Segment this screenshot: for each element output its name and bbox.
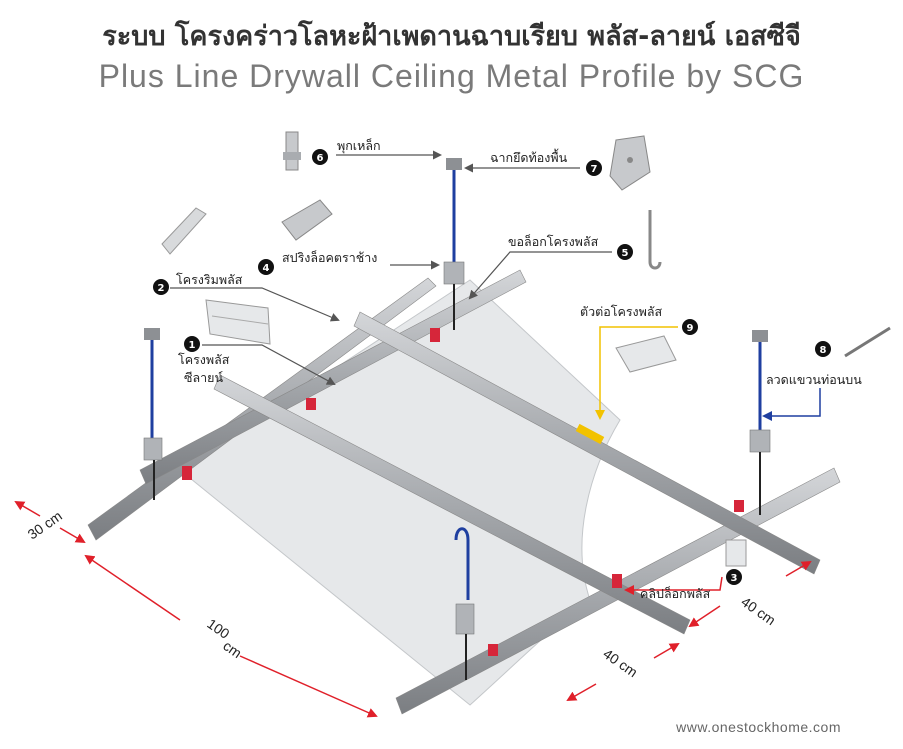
clip-lock-1 — [182, 466, 192, 480]
dim-arrow-100a — [84, 554, 181, 621]
hanger-bottom — [454, 527, 475, 680]
label-anchor-bolt: พุกเหล็ก — [337, 138, 381, 154]
floor-bracket-illustration — [609, 135, 651, 191]
label-main-profile-line2: ซีลายน์ — [184, 370, 223, 385]
label-connector: ตัวต่อโครงพลัส — [580, 304, 663, 319]
footer-url: www.onestockhome.com — [676, 719, 841, 735]
svg-text:5: 5 — [622, 248, 629, 259]
title-thai: ระบบ โครงคร่าวโลหะฝ้าเพดานฉาบเรียบ พลัส-… — [102, 21, 801, 52]
leader-2 — [170, 287, 340, 322]
hanger-top — [443, 158, 465, 330]
connector-highlight — [575, 423, 605, 445]
dim-arrow-40b1 — [653, 642, 680, 659]
badge-2: 2 — [153, 279, 169, 295]
svg-text:7: 7 — [591, 164, 598, 175]
wire-illustration — [844, 326, 891, 358]
dim-arrow-40a1 — [688, 605, 721, 628]
dim-40a-label: 40 cm — [738, 593, 778, 628]
dim-30-label: 30 cm — [25, 507, 65, 542]
leader-9 — [595, 326, 678, 420]
anchor-bolt-illustration — [283, 131, 301, 171]
spring-lock-illustration — [281, 199, 333, 241]
svg-text:3: 3 — [731, 573, 738, 584]
badge-3: 3 — [726, 569, 742, 585]
svg-text:9: 9 — [687, 323, 694, 334]
dim-arrow-40b2 — [566, 683, 597, 701]
label-clip-lock: คลิปล็อกพลัส — [640, 586, 711, 601]
hanger-right — [749, 330, 771, 515]
clip-lock-5 — [734, 500, 744, 512]
cross-rail-2 — [213, 374, 691, 635]
title-english: Plus Line Drywall Ceiling Metal Profile … — [98, 58, 805, 94]
clip-lock-6 — [488, 644, 498, 656]
clip-illustration — [725, 539, 747, 567]
clip-lock-2 — [306, 398, 316, 410]
label-upper-wire: ลวดแขวนท่อนบน — [766, 372, 862, 387]
svg-text:4: 4 — [263, 263, 270, 274]
label-edge-rail: โครงริมพลัส — [176, 272, 243, 287]
svg-text:8: 8 — [820, 345, 827, 356]
connector-illustration — [615, 335, 677, 373]
hanger-left — [143, 328, 163, 500]
svg-text:2: 2 — [158, 283, 165, 294]
leader-3 — [624, 576, 723, 595]
label-lock-hook: ขอล็อกโครงพลัส — [508, 234, 599, 249]
leader-1 — [202, 344, 336, 385]
dim-arrow-30 — [14, 500, 41, 517]
dim-arrow-100b — [239, 655, 378, 718]
edge-profile-illustration — [161, 207, 207, 255]
clip-lock-4 — [612, 574, 622, 588]
main-profile-illustration — [205, 299, 271, 345]
dim-arrow-40a2 — [785, 560, 812, 577]
label-floor-bracket: ฉากยึดท้องพื้น — [490, 148, 568, 165]
dim-arrow-30b — [59, 527, 86, 544]
badge-4: 4 — [258, 259, 274, 275]
badge-8: 8 — [815, 341, 831, 357]
badge-6: 6 — [312, 149, 328, 165]
badge-7: 7 — [586, 160, 602, 176]
label-main-profile-line1: โครงพลัส — [178, 352, 230, 367]
label-spring-lock: สปริงล็อคตราช้าง — [282, 250, 377, 265]
cross-rail-1 — [353, 311, 821, 575]
dim-40b-label: 40 cm — [600, 645, 640, 680]
svg-text:1: 1 — [189, 340, 196, 351]
leader-8 — [762, 388, 821, 421]
svg-text:6: 6 — [317, 153, 324, 164]
lock-hook-illustration — [648, 210, 662, 270]
badge-9: 9 — [682, 319, 698, 335]
clip-lock-3 — [430, 328, 440, 342]
badge-1: 1 — [184, 336, 200, 352]
leader-5 — [468, 251, 612, 300]
badge-5: 5 — [617, 244, 633, 260]
